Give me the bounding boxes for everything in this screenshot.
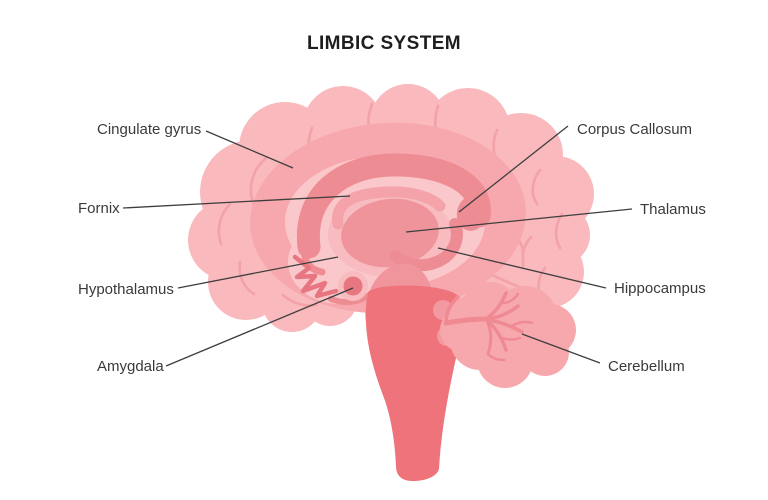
hypothalamus-shape [292,254,339,299]
leader-fornix [122,195,351,209]
label-thalamus: Thalamus [640,201,706,218]
label-hypothalamus: Hypothalamus [78,281,174,298]
thalamus-shape [341,198,439,268]
label-corpus-callosum: Corpus Callosum [577,121,692,138]
leader-lines [122,125,633,367]
leader-cingulate-gyrus [205,130,294,169]
cerebellum-veins [443,291,534,362]
page-title: LIMBIC SYSTEM [306,33,462,54]
labels: Cingulate gyrus Fornix Hypothalamus Amyg… [78,121,706,375]
fornix-shape [332,186,446,230]
leader-cerebellum [521,333,601,364]
leader-hypothalamus [177,256,339,289]
leader-hippocampus [437,247,607,289]
leader-corpus-callosum [458,125,569,213]
hippocampus-shape [390,218,463,272]
label-fornix: Fornix [78,200,120,217]
leader-thalamus [405,208,633,233]
label-amygdala: Amygdala [97,358,164,375]
label-cerebellum: Cerebellum [608,358,685,375]
label-hippocampus: Hippocampus [614,280,706,297]
label-cingulate-gyrus: Cingulate gyrus [97,121,201,138]
amygdala-shape [338,271,368,301]
leader-amygdala [165,287,354,367]
